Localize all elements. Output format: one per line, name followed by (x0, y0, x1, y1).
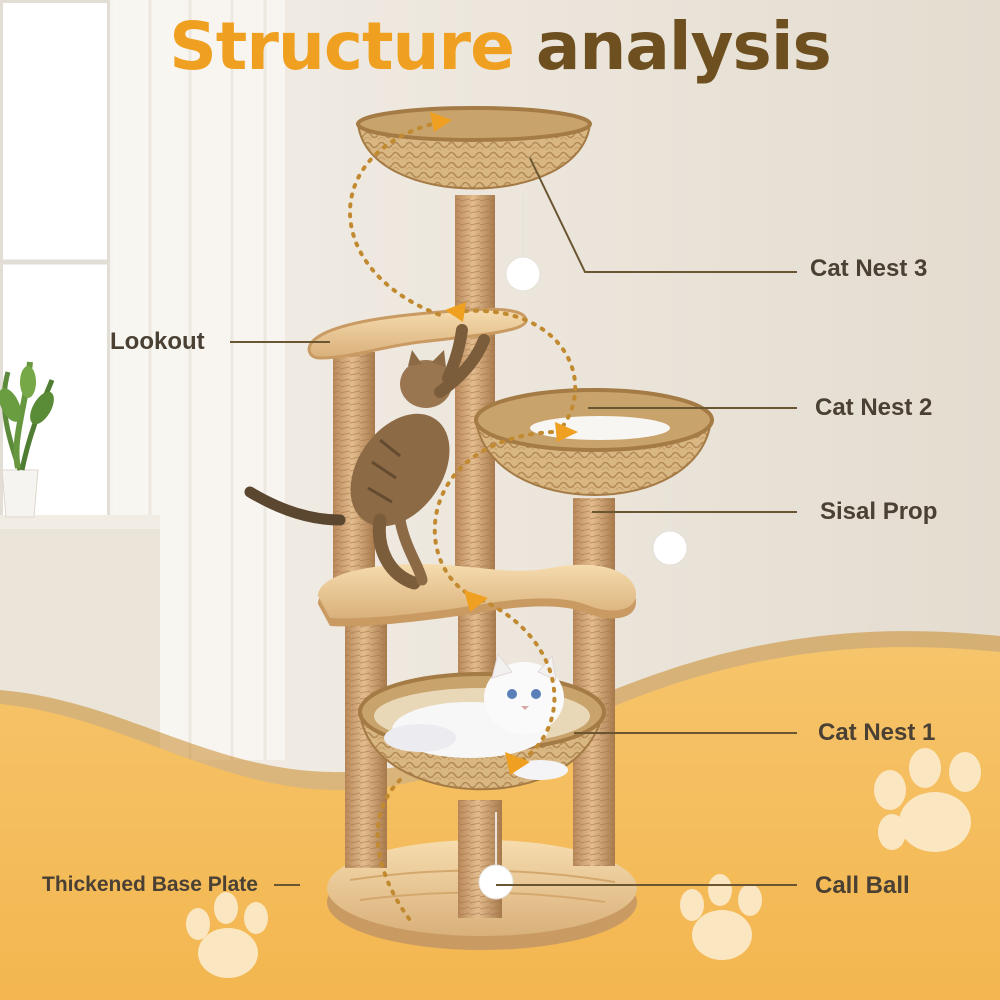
sisal-post (345, 620, 387, 868)
cat-nest-2 (474, 388, 714, 496)
label-base-plate: Thickened Base Plate (42, 873, 258, 896)
tabby-cat (244, 324, 490, 590)
pom-ball (478, 812, 514, 900)
label-cat-nest-3: Cat Nest 3 (810, 255, 928, 282)
jump-path (348, 120, 578, 922)
pom-ball (652, 490, 688, 566)
lookout-platform (307, 307, 528, 360)
white-cat (384, 652, 568, 780)
pom-ball (505, 195, 541, 292)
sisal-post (455, 195, 495, 580)
sisal-post (573, 498, 615, 866)
title-word-structure: Structure (169, 8, 515, 85)
label-cat-nest-1: Cat Nest 1 (818, 719, 936, 746)
title-word-analysis: analysis (535, 8, 832, 85)
direction-arrow-icon (430, 112, 578, 775)
window-sill (0, 515, 160, 529)
potted-plant (0, 361, 55, 518)
paw-print-icon (680, 874, 762, 960)
label-lookout: Lookout (110, 328, 205, 355)
paw-print-icon (186, 892, 268, 978)
label-cat-nest-2: Cat Nest 2 (815, 394, 933, 421)
paw-print-icon (874, 748, 981, 852)
label-leader-lines (230, 157, 797, 886)
label-sisal-prop: Sisal Prop (820, 498, 938, 525)
page-title: Structure analysis (0, 8, 1000, 85)
cat-nest-3 (356, 106, 592, 190)
label-call-ball: Call Ball (815, 872, 910, 899)
